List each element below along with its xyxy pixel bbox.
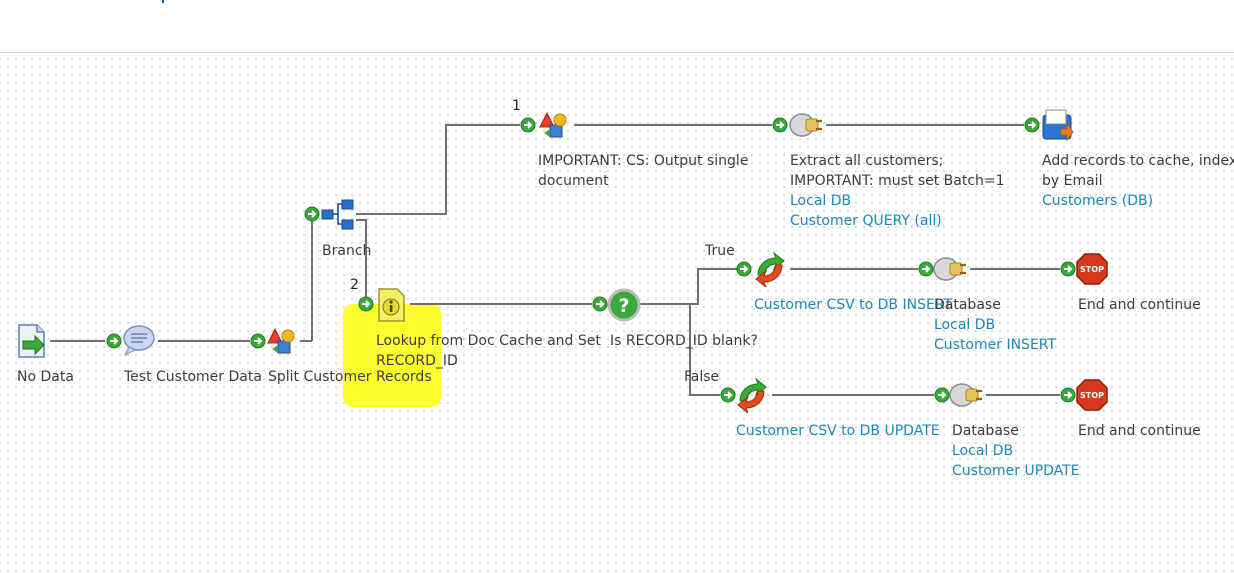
- shape-label: IMPORTANT: must set Batch=1: [790, 173, 1005, 189]
- map-arrows-icon[interactable]: [734, 377, 770, 413]
- map-link[interactable]: Customer CSV to DB INSERT: [754, 297, 953, 313]
- document-arrow-icon[interactable]: [14, 323, 50, 359]
- connection-link[interactable]: Local DB: [790, 193, 852, 209]
- shape-label: by Email: [1042, 173, 1103, 189]
- toolbar-marker: [162, 0, 164, 3]
- operation-link[interactable]: Customer QUERY (all): [790, 213, 942, 229]
- decision-false-label: False: [684, 369, 720, 385]
- shape-label: End and continue: [1078, 423, 1201, 439]
- stop-sign-icon[interactable]: STOP: [1074, 251, 1110, 287]
- operation-link[interactable]: Customer INSERT: [934, 337, 1057, 353]
- connector-plug-icon[interactable]: [948, 377, 984, 413]
- green-arrow-port-icon[interactable]: [934, 387, 950, 403]
- set-properties-icon[interactable]: [374, 287, 410, 323]
- stop-sign-text: STOP: [1080, 391, 1104, 400]
- green-arrow-port-icon[interactable]: [592, 296, 608, 312]
- shape-label: IMPORTANT: CS: Output single: [538, 153, 749, 169]
- connection-link[interactable]: Local DB: [952, 443, 1014, 459]
- shape-label: document: [538, 173, 609, 189]
- decision-true-label: True: [705, 243, 735, 259]
- speech-bubble-icon[interactable]: [120, 323, 156, 359]
- process-canvas[interactable]: ? STOP STOP 1 2 True False No Data Test …: [0, 53, 1234, 573]
- green-arrow-port-icon[interactable]: [1060, 261, 1076, 277]
- stop-sign-icon[interactable]: STOP: [1074, 377, 1110, 413]
- stop-sign-text: STOP: [1080, 265, 1104, 274]
- data-process-icon[interactable]: [264, 323, 300, 359]
- branch-path-number: 2: [350, 277, 359, 293]
- question-icon[interactable]: ?: [606, 287, 642, 323]
- cache-link[interactable]: Customers (DB): [1042, 193, 1154, 209]
- green-arrow-port-icon[interactable]: [250, 333, 266, 349]
- top-toolbar: [0, 0, 1234, 53]
- connection-lines: [50, 124, 1060, 396]
- green-arrow-port-icon[interactable]: [1024, 117, 1040, 133]
- shape-label: Database: [934, 297, 1001, 313]
- connector-plug-icon[interactable]: [932, 251, 968, 287]
- green-arrow-port-icon[interactable]: [520, 117, 536, 133]
- operation-link[interactable]: Customer UPDATE: [952, 463, 1080, 479]
- shape-label: Branch: [322, 243, 372, 259]
- green-arrow-port-icon[interactable]: [720, 387, 736, 403]
- shape-label: Is RECORD_ID blank?: [610, 333, 758, 349]
- shape-label: Database: [952, 423, 1019, 439]
- document-cache-icon[interactable]: [1040, 107, 1076, 143]
- green-arrow-port-icon[interactable]: [918, 261, 934, 277]
- green-arrow-port-icon[interactable]: [106, 333, 122, 349]
- green-arrow-port-icon[interactable]: [736, 261, 752, 277]
- shape-label: Lookup from Doc Cache and Set: [376, 333, 601, 349]
- connection-link[interactable]: Local DB: [934, 317, 996, 333]
- branch-icon[interactable]: [320, 196, 356, 232]
- green-arrow-port-icon[interactable]: [1060, 387, 1076, 403]
- green-arrow-port-icon[interactable]: [772, 117, 788, 133]
- shape-label: RECORD_ID: [376, 353, 458, 369]
- map-arrows-icon[interactable]: [752, 251, 788, 287]
- connector-plug-icon[interactable]: [788, 107, 824, 143]
- shape-label: Extract all customers;: [790, 153, 944, 169]
- shape-label: End and continue: [1078, 297, 1201, 313]
- shape-label: Add records to cache, indexe: [1042, 153, 1234, 169]
- branch-path-number: 1: [512, 98, 521, 114]
- green-arrow-port-icon[interactable]: [358, 296, 374, 312]
- green-arrow-port-icon[interactable]: [304, 206, 320, 222]
- data-process-icon[interactable]: [536, 107, 572, 143]
- shape-label: No Data: [17, 369, 74, 385]
- shape-label: Test Customer Data: [124, 369, 262, 385]
- shape-label: Split Customer Records: [268, 369, 432, 385]
- svg-text:?: ?: [618, 295, 629, 317]
- map-link[interactable]: Customer CSV to DB UPDATE: [736, 423, 940, 439]
